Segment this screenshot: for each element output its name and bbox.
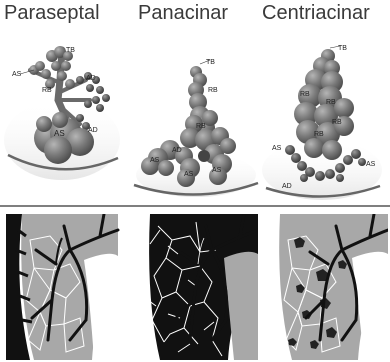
label-rb-mid: RB [196,123,206,130]
label-rb-2: RB [326,99,336,106]
label-as-mid: AS [184,171,194,178]
centriacinar-acinus: TB RB RB RB RB AS AD AS [262,45,382,200]
label-ad-bottom: AD [88,127,98,134]
label-tb: TB [66,47,75,54]
label-rb-1: RB [300,91,310,98]
label-as: AS [12,71,22,78]
label-as-left: AS [272,145,282,152]
paraseptal-acinus: TB AS RB AD AS AD [4,46,120,180]
label-as-left: AS [150,157,160,164]
label-rb-3: RB [332,119,342,126]
label-as-main: AS [54,129,65,138]
panacinar-acinus: TB RB RB AD AS AS AS [134,59,258,197]
paraseptal-lobule [6,214,118,360]
label-ad: AD [172,147,182,154]
label-ad: AD [282,183,292,190]
label-rb-top: RB [208,87,218,94]
label-as-right: AS [212,167,222,174]
label-rb: RB [42,87,52,94]
label-as-right: AS [366,161,376,168]
label-tb: TB [206,59,215,66]
label-rb-4: RB [314,131,324,138]
label-tb: TB [338,45,347,52]
label-ad: AD [86,75,96,82]
panacinar-lobule [140,214,258,360]
centriacinar-lobule [270,214,388,360]
